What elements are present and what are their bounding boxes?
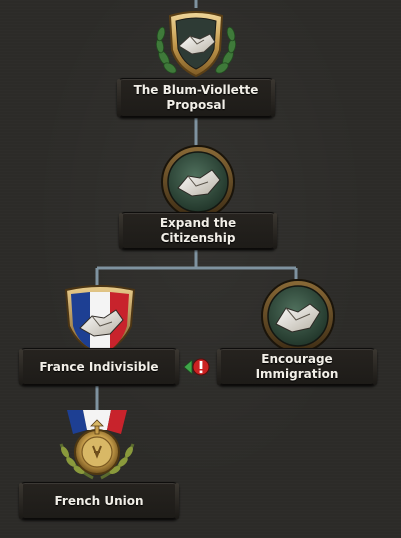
focus-label: Expand the Citizenship: [119, 212, 277, 250]
focus-label: Encourage Immigration: [217, 348, 377, 386]
mutually-exclusive-icon: [183, 356, 211, 378]
french-coat-of-arms-icon: [53, 408, 141, 486]
handshake-icon: [154, 144, 242, 222]
focus-label: France Indivisible: [19, 348, 179, 386]
handshake-laurel-icon: [152, 6, 240, 84]
handshake-flag-icon: [56, 282, 144, 360]
handshake-icon: [254, 278, 342, 356]
focus-label: The Blum-Viollette Proposal: [117, 78, 275, 118]
focus-label: French Union: [19, 482, 179, 520]
